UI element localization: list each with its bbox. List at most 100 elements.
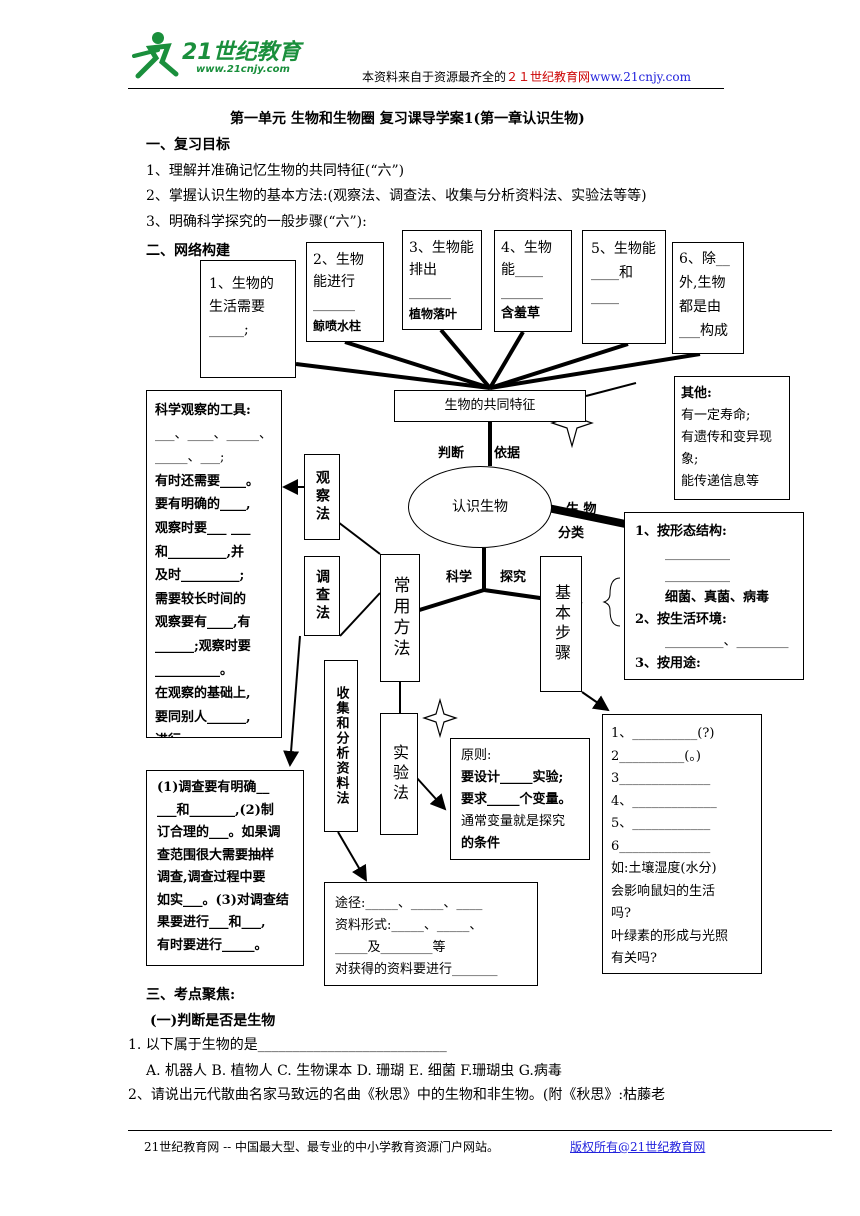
trait-box-2: 2、生物能进行______ 鲸喷水柱 (306, 242, 384, 342)
step-line: 1、__________(?) (611, 726, 715, 741)
trait-6-text: 6、除__外,生物都是由___构成 (679, 251, 730, 339)
logo: 21世纪教育 www.21cnjy.com (128, 28, 338, 82)
objective-3: 3、明确科学探究的一般步骤(“六”): (146, 214, 367, 230)
common-features-box: 生物的共同特征 (394, 390, 586, 422)
classify-label-1: 生 物 (566, 502, 597, 517)
question-1: 1. 以下属于生物的是___________________________ (128, 1037, 447, 1053)
footer-left: 21世纪教育网 -- 中国最大型、最专业的中小学教育资源门户网站。 (144, 1140, 500, 1154)
science-label: 科学 (446, 570, 473, 585)
step-line: 会影响鼠妇的生活 (611, 883, 716, 899)
classification-box: 1、按形态结构: __________ __________ 细菌、真菌、病毒 … (624, 512, 804, 680)
observation-tools-box: 科学观察的工具: ___、____、_____、_____、___; 有时还需要… (146, 390, 282, 738)
survey-line: (1)调查要有明确__ (157, 780, 270, 795)
trait-4-text: 4、生物能____ ______ (501, 240, 552, 300)
survey-line: 订合理的___。如果调 (157, 825, 281, 840)
obs-line: 有时还需要____。 (155, 473, 260, 489)
method-observation-label: 观察法 (314, 470, 330, 524)
trait-5-text: 5、生物能 ____和____ (591, 241, 656, 305)
logo-title: 21世纪教育 (182, 40, 301, 65)
experiment-principle-box: 原则: 要设计_____实验; 要求_____个变量。 通常变量就是探究 的条件 (450, 738, 590, 860)
classify-line: _________、________ (665, 634, 789, 649)
other-title: 其他: (681, 386, 712, 401)
star-icon (422, 697, 458, 739)
survey-line: 有时要进行_____。 (157, 937, 268, 953)
trait-3-example: 植物落叶 (409, 307, 458, 321)
obs-line: 科学观察的工具: (155, 403, 251, 418)
collect-line: _____及________等 (335, 940, 446, 955)
classify-line: 细菌、真菌、病毒 (665, 590, 770, 605)
method-observation: 观察法 (304, 454, 340, 540)
experiment-line: 原则: (461, 748, 492, 763)
obs-line: 要同别人______, (155, 709, 251, 725)
obs-line: 观察要有____,有 (155, 615, 251, 631)
objective-1: 1、理解并准确记忆生物的共同特征(“六”) (146, 163, 405, 179)
survey-line: 如实___。(3)对调查结 (157, 892, 289, 908)
classify-label-2: 分类 (558, 526, 585, 541)
step-line: 有关吗? (611, 951, 657, 966)
trait-box-4: 4、生物能____ ______ 含羞草 (494, 230, 572, 332)
step-line: 4、_____________ (611, 793, 717, 809)
survey-line: ___和_______,(2)制 (157, 802, 274, 818)
notice-url[interactable]: www.21cnjy.com (590, 70, 691, 84)
obs-line: 及时_________; (155, 568, 245, 584)
steps-list-box: 1、__________(?) 2__________(。) 3________… (602, 714, 762, 974)
trait-box-6: 6、除__外,生物都是由___构成 (672, 242, 744, 354)
other-line: 有一定寿命; (681, 408, 751, 423)
method-collect: 收集和分析资料法 (324, 660, 358, 832)
trait-1-text: 1、生物的生活需要_____; (209, 276, 274, 338)
step-line: 吗? (611, 906, 631, 921)
trait-box-3: 3、生物能排出______ 植物落叶 (402, 230, 482, 330)
step-line: 叶绿素的形成与光照 (611, 928, 729, 944)
collect-line: 对获得的资料要进行_______ (335, 962, 498, 977)
collect-line: 资料形式:_____、_____、 (335, 918, 483, 933)
runner-logo-icon (132, 32, 179, 79)
method-common-label: 常用方法 (389, 576, 410, 660)
trait-3-text: 3、生物能排出______ (409, 240, 474, 300)
obs-line: 要有明确的____, (155, 497, 251, 513)
collect-data-box: 途径:_____、_____、____ 资料形式:_____、_____、 __… (324, 882, 538, 986)
obs-line: 在观察的基础上, (155, 686, 251, 702)
obs-line: 需要较长时间的 (155, 591, 247, 607)
basic-steps-box: 基本步骤 (540, 556, 582, 692)
step-line: 如:土壤湿度(水分) (611, 861, 717, 876)
obs-line: ___、____、_____、_____、___; (155, 426, 273, 466)
footer-copyright-link[interactable]: 版权所有@21世纪教育网 (570, 1140, 706, 1154)
step-line: 3______________ (611, 771, 711, 786)
obs-line: 和_________,并 (155, 544, 245, 560)
header-notice: 本资料来自于资源最齐全的２１世纪教育网www.21cnjy.com (362, 68, 691, 85)
method-experiment-label: 实验法 (390, 744, 409, 804)
center-label: 认识生物 (452, 499, 508, 515)
survey-line: 调查,调查过程中要 (157, 870, 266, 885)
step-line: 6______________ (611, 838, 711, 854)
trait-4-example: 含羞草 (501, 306, 541, 321)
step-line: 5、____________ (611, 816, 711, 831)
section3-heading: 三、考点聚焦: (146, 987, 236, 1003)
collect-line: 途径:_____、_____、____ (335, 896, 483, 911)
judge-label: 判断 (438, 446, 465, 461)
question-2: 2、请说出元代散曲名家马致远的名曲《秋思》中的生物和非生物。(附《秋思》:枯藤老 (128, 1087, 666, 1103)
experiment-line: 通常变量就是探究 (461, 814, 566, 829)
inquiry-label: 探究 (500, 570, 527, 585)
basis-label: 依据 (494, 446, 521, 461)
page-title: 第一单元 生物和生物圈 复习课导学案1(第一章认识生物) (230, 111, 585, 127)
classify-line: __________ (665, 546, 730, 561)
method-survey: 调查法 (304, 556, 340, 636)
method-experiment: 实验法 (380, 713, 418, 835)
trait-box-1: 1、生物的生活需要_____; (200, 260, 296, 378)
other-line: 有遗传和变异现象; (681, 430, 773, 467)
experiment-line: 的条件 (461, 836, 501, 851)
header-rule (128, 88, 724, 89)
trait-2-text: 2、生物能进行______ (313, 252, 364, 312)
notice-site: ２１世纪教育网 (506, 70, 591, 84)
notice-prefix: 本资料来自于资源最齐全的 (362, 70, 507, 84)
obs-line: ______;观察时要 (155, 638, 251, 654)
classify-line: __________ (665, 568, 730, 583)
classify-line: 1、按形态结构: (635, 524, 727, 539)
objective-2-text: 2、掌握认识生物的基本方法:(观察法、调查法、收集与分析资料法、实验法等等) (146, 188, 647, 204)
logo-url: www.21cnjy.com (196, 64, 290, 75)
common-features-label: 生物的共同特征 (444, 398, 536, 413)
method-common: 常用方法 (380, 554, 420, 682)
other-traits-box: 其他: 有一定寿命; 有遗传和变异现象; 能传递信息等 (674, 376, 790, 500)
footer-rule (128, 1130, 832, 1131)
